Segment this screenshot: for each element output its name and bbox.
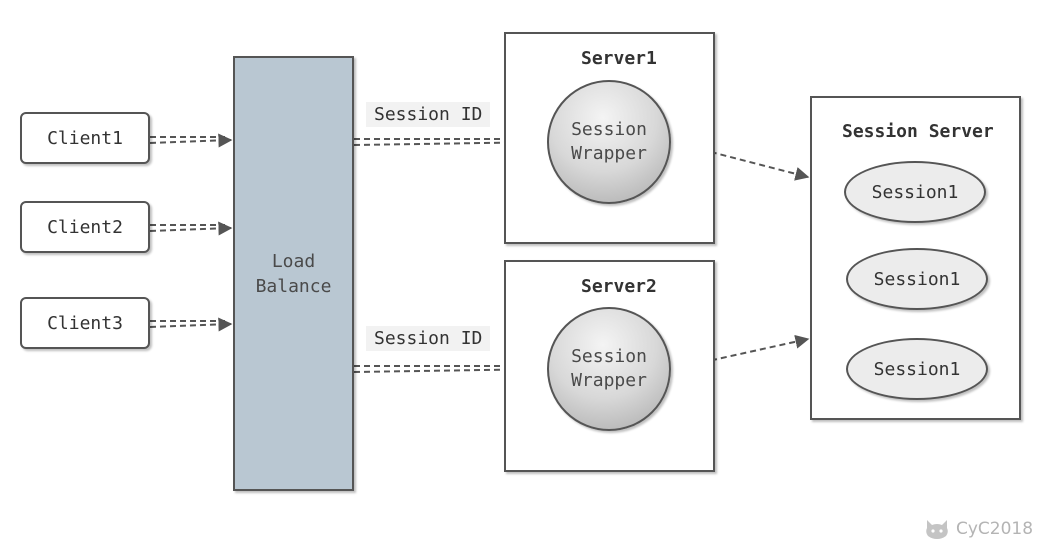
client3-arrow	[149, 317, 233, 332]
session-item: Session1	[846, 248, 988, 310]
session-item: Session1	[846, 338, 988, 400]
server1-session-wrapper: Session Wrapper	[547, 80, 671, 204]
session-label: Session1	[873, 358, 961, 380]
client2-label: Client2	[47, 216, 123, 238]
server2-session-id-label: Session ID	[366, 326, 491, 351]
server2-title: Server2	[581, 276, 657, 297]
watermark-text: CyC2018	[956, 519, 1034, 539]
client3-box: Client3	[20, 297, 150, 349]
watermark: CyC2018	[924, 518, 1033, 540]
load-balance-label: Load Balance	[255, 250, 332, 297]
server2-session-wrapper: Session Wrapper	[547, 307, 671, 431]
load-balance-box: Load Balance	[233, 56, 354, 491]
server2-wrapper-label: Session Wrapper	[571, 346, 647, 391]
server1-title: Server1	[581, 48, 657, 69]
session-label: Session1	[871, 181, 959, 203]
client3-label: Client3	[47, 312, 123, 334]
session-item: Session1	[844, 161, 986, 223]
client2-box: Client2	[20, 201, 150, 253]
client1-box: Client1	[20, 112, 150, 164]
server1-session-id-label: Session ID	[366, 102, 491, 127]
github-cat-icon	[926, 520, 948, 539]
client1-label: Client1	[47, 127, 123, 149]
server1-wrapper-label: Session Wrapper	[571, 119, 647, 164]
session-label: Session1	[873, 268, 961, 290]
server2-box	[504, 260, 715, 472]
client2-arrow	[149, 221, 233, 236]
client1-arrow	[149, 133, 233, 148]
session-server-title: Session Server	[842, 121, 994, 142]
